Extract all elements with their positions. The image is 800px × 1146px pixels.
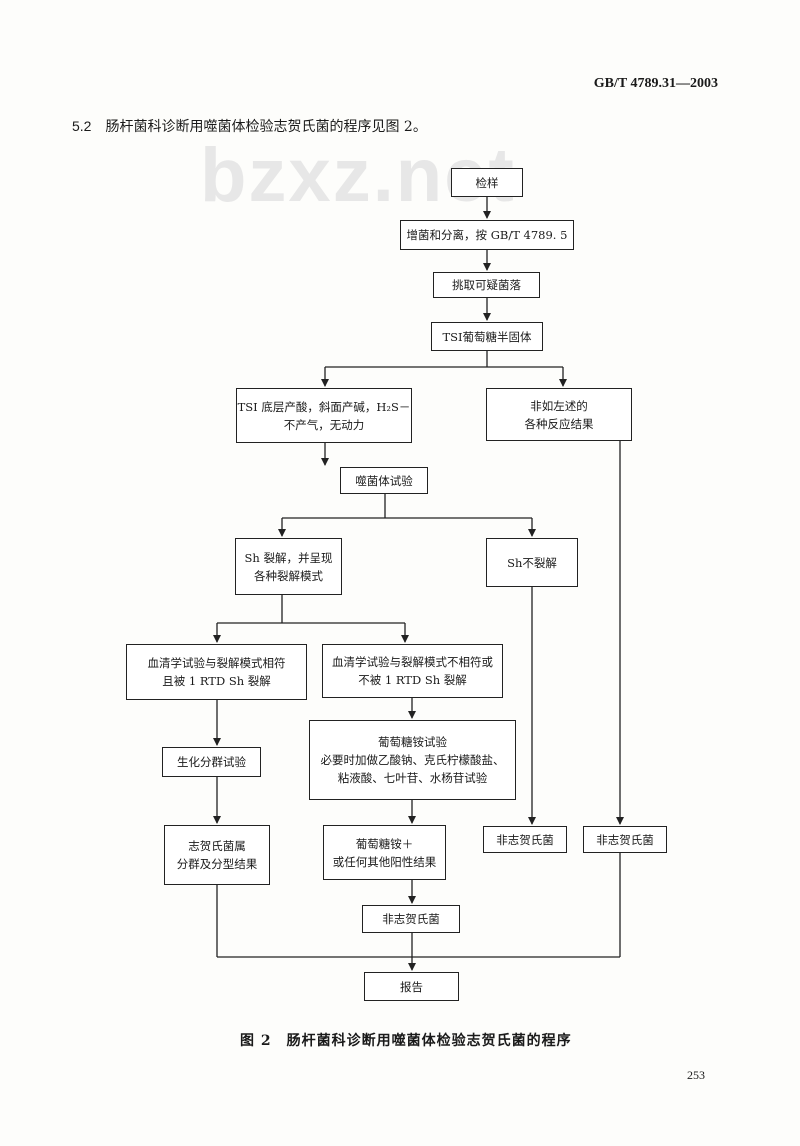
box-biochem: 生化分群试验: [162, 747, 261, 777]
box-serum-match: 血清学试验与裂解模式相符 且被 1 RTD Sh 裂解: [126, 644, 307, 700]
standard-number: GB/T 4789.31—2003: [593, 76, 718, 91]
section-intro: 5.2 肠杆菌科诊断用噬菌体检验志贺氏菌的程序见图 2。: [72, 116, 427, 136]
box-other-result: 非如左述的 各种反应结果: [486, 388, 632, 441]
box-sample: 检样: [451, 168, 523, 197]
box-tsi: TSI葡萄糖半固体: [431, 322, 543, 351]
box-non-shigella-nolysis: 非志贺氏菌: [483, 826, 567, 853]
box-enrich: 增菌和分离，按 GB/T 4789. 5: [400, 220, 574, 250]
box-shigella-result: 志贺氏菌属 分群及分型结果: [164, 825, 270, 885]
box-pick: 挑取可疑菌落: [433, 272, 540, 298]
box-serum-mismatch: 血清学试验与裂解模式不相符或 不被 1 RTD Sh 裂解: [322, 644, 503, 698]
box-glucosamine: 葡萄糖铵试验 必要时加做乙酸钠、克氏柠檬酸盐、 粘液酸、七叶苷、水杨苷试验: [309, 720, 516, 800]
box-sh-no-lysis: Sh不裂解: [486, 538, 578, 587]
page-number: 253: [687, 1068, 705, 1082]
box-tsi-result: TSI 底层产酸，斜面产碱，H₂S－ 不产气，无动力: [236, 388, 412, 443]
section-text: 肠杆菌科诊断用噬菌体检验志贺氏菌的程序见图 2。: [105, 119, 427, 135]
box-non-shigella-other: 非志贺氏菌: [583, 826, 667, 853]
figure-caption: 图 2 肠杆菌科诊断用噬菌体检验志贺氏菌的程序: [240, 1033, 572, 1049]
section-number: 5.2: [72, 118, 92, 134]
box-phage-test: 噬菌体试验: [340, 467, 428, 494]
box-glucosamine-positive: 葡萄糖铵＋ 或任何其他阳性结果: [323, 825, 446, 880]
box-non-shigella-middle: 非志贺氏菌: [362, 905, 460, 933]
box-report: 报告: [364, 972, 459, 1001]
box-sh-lysis: Sh 裂解，并呈现 各种裂解模式: [235, 538, 342, 595]
